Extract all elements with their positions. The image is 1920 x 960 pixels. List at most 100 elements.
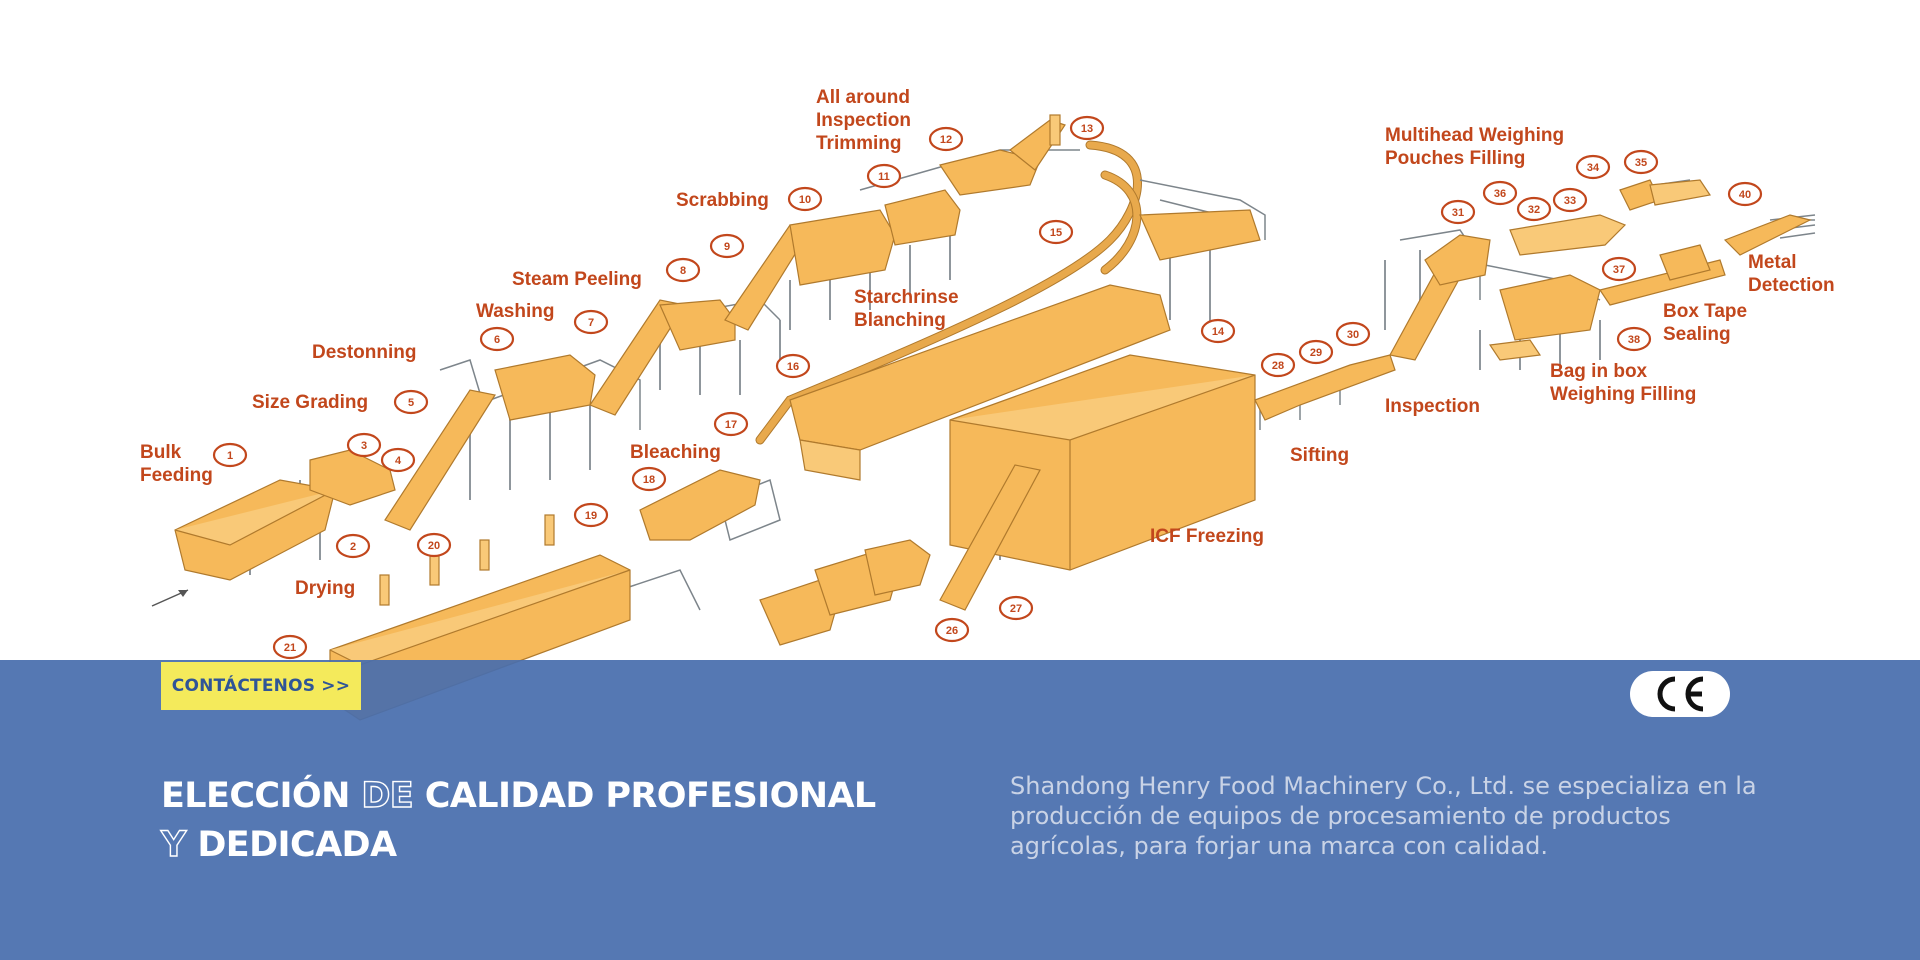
step-marker-20: 20 (416, 532, 452, 558)
step-marker-number: 38 (1628, 334, 1640, 346)
process-label-scrabbing: Scrabbing (676, 190, 769, 211)
step-marker-ring (1516, 196, 1552, 222)
step-marker-ring (787, 186, 823, 212)
step-marker-9: 9 (709, 233, 745, 259)
step-marker-17: 17 (713, 411, 749, 437)
step-marker-27: 27 (998, 595, 1034, 621)
step-marker-number: 29 (1310, 347, 1322, 359)
step-marker-1: 1 (212, 442, 248, 468)
process-label-sifting: Sifting (1290, 445, 1349, 466)
step-marker-37: 37 (1601, 256, 1637, 282)
step-marker-ring (272, 634, 308, 660)
company-description: Shandong Henry Food Machinery Co., Ltd. … (1010, 772, 1757, 860)
step-marker-ring (934, 617, 970, 643)
step-marker-number: 27 (1010, 603, 1022, 615)
step-marker-ring (416, 532, 452, 558)
step-marker-ring (1298, 339, 1334, 365)
step-marker-ring (380, 447, 416, 473)
contact-button[interactable]: CONTÁCTENOS >> (161, 662, 361, 710)
step-marker-number: 6 (494, 334, 500, 346)
step-marker-18: 18 (631, 466, 667, 492)
process-label-icf: ICF Freezing (1150, 526, 1264, 547)
step-marker-8: 8 (665, 257, 701, 283)
infeed-arrow (151, 589, 189, 607)
step-marker-number: 7 (588, 317, 594, 329)
process-label-bulk: Feeding (140, 465, 213, 486)
step-marker-ring (1260, 352, 1296, 378)
headline-word-5: DEDICADA (197, 825, 397, 865)
step-marker-number: 32 (1528, 204, 1540, 216)
step-marker-ring (928, 126, 964, 152)
step-marker-number: 37 (1613, 264, 1625, 276)
step-marker-number: 30 (1347, 329, 1359, 341)
step-marker-number: 16 (787, 361, 799, 373)
process-label-bagbox: Weighing Filling (1550, 384, 1696, 405)
step-marker-number: 4 (395, 455, 402, 467)
step-marker-ring (1616, 326, 1652, 352)
step-marker-ring (393, 389, 429, 415)
step-marker-29: 29 (1298, 339, 1334, 365)
step-marker-number: 10 (799, 194, 811, 206)
step-marker-35: 35 (1623, 149, 1659, 175)
process-label-destonning: Destonning (312, 342, 417, 363)
step-marker-number: 20 (428, 540, 440, 552)
step-marker-ring (1601, 256, 1637, 282)
step-marker-ring (631, 466, 667, 492)
step-marker-ring (346, 432, 382, 458)
process-label-inspect_trim: Trimming (816, 133, 902, 154)
step-marker-ring (1727, 181, 1763, 207)
step-marker-26: 26 (934, 617, 970, 643)
process-label-washing: Washing (476, 301, 554, 322)
step-marker-12: 12 (928, 126, 964, 152)
step-marker-number: 18 (643, 474, 655, 486)
duct-pipes (755, 140, 1142, 445)
step-marker-number: 13 (1081, 123, 1093, 135)
step-marker-15: 15 (1038, 219, 1074, 245)
process-label-size: Size Grading (252, 392, 368, 413)
process-label-metal: Metal (1748, 252, 1797, 273)
step-marker-ring (998, 595, 1034, 621)
step-marker-number: 26 (946, 625, 958, 637)
process-label-starch: Blanching (854, 310, 946, 331)
step-marker-19: 19 (573, 502, 609, 528)
step-marker-ring (479, 326, 515, 352)
process-label-boxtape: Sealing (1663, 324, 1731, 345)
step-marker-number: 28 (1272, 360, 1284, 372)
ce-mark-badge (1630, 671, 1730, 717)
process-label-inspect_trim: All around (816, 87, 910, 108)
step-marker-number: 31 (1452, 207, 1464, 219)
headline-word-1: ELECCIÓN (161, 776, 350, 816)
step-marker-ring (1440, 199, 1476, 225)
step-marker-ring (1482, 180, 1518, 206)
step-marker-6: 6 (479, 326, 515, 352)
step-marker-number: 14 (1212, 326, 1225, 338)
step-marker-13: 13 (1069, 115, 1105, 141)
process-label-steam: Steam Peeling (512, 269, 642, 290)
step-marker-34: 34 (1575, 154, 1611, 180)
step-marker-2: 2 (335, 533, 371, 559)
step-marker-ring (1038, 219, 1074, 245)
step-marker-ring (1335, 321, 1371, 347)
step-marker-ring (1552, 187, 1588, 213)
step-marker-ring (212, 442, 248, 468)
step-marker-ring (709, 233, 745, 259)
step-marker-number: 36 (1494, 188, 1506, 200)
process-label-bagbox: Bag in box (1550, 361, 1648, 382)
step-marker-number: 40 (1739, 189, 1751, 201)
step-marker-number: 9 (724, 241, 730, 253)
headline-word-2: DE (361, 775, 415, 816)
step-marker-11: 11 (866, 163, 902, 189)
step-marker-ring (1200, 318, 1236, 344)
step-marker-ring (573, 502, 609, 528)
process-label-inspect_trim: Inspection (816, 110, 911, 131)
step-marker-ring (713, 411, 749, 437)
step-marker-4: 4 (380, 447, 416, 473)
process-label-starch: Starchrinse (854, 287, 959, 308)
step-marker-ring (775, 353, 811, 379)
process-label-metal: Detection (1748, 275, 1835, 296)
ce-mark-logo (1657, 676, 1704, 712)
step-marker-number: 5 (408, 397, 414, 409)
step-markers: 1234567891011121314151617181920212627282… (212, 115, 1763, 660)
step-marker-40: 40 (1727, 181, 1763, 207)
step-marker-38: 38 (1616, 326, 1652, 352)
